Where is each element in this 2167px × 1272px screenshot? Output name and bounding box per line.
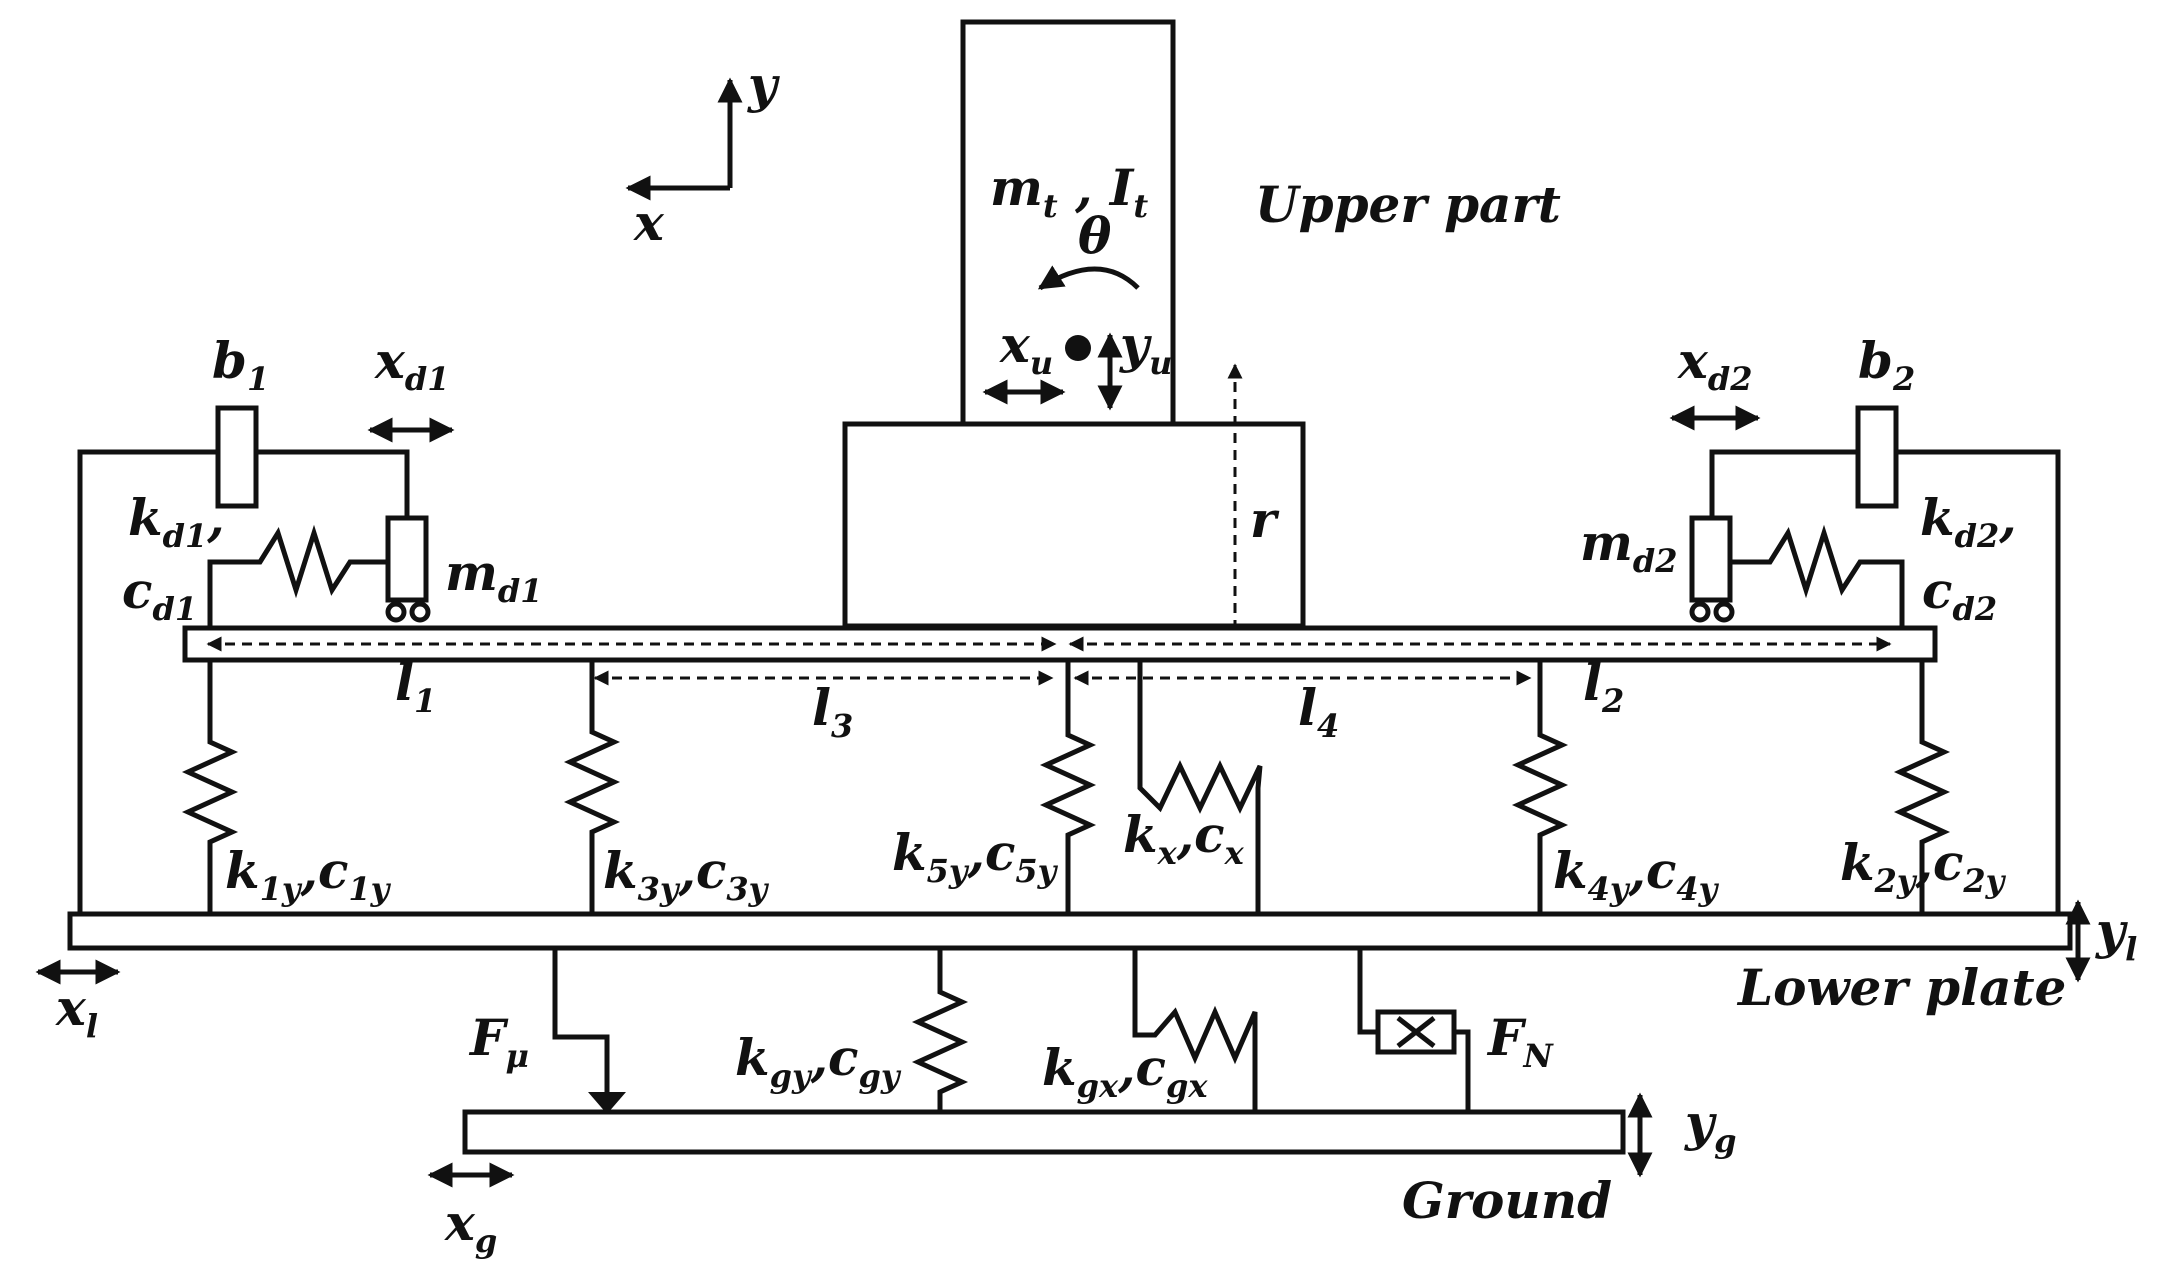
kx-label: kx,cx — [1123, 805, 1245, 872]
fn-label: FN — [1486, 1008, 1555, 1075]
xd1-label: xd1 — [374, 331, 449, 398]
xd2-label: xd2 — [1677, 331, 1752, 398]
plate-springs: k1y,c1y k3y,c3y k5y,c5y kx,cx k4y,c4y k2… — [181, 660, 2007, 918]
upper-part-title: Upper part — [1255, 175, 1561, 234]
kd2-label: kd2, — [1920, 488, 2017, 555]
kgx-label: kgx,cgx — [1042, 1038, 1208, 1105]
b1-label: b1 — [212, 331, 269, 398]
theta-label: θ — [1078, 206, 1112, 265]
k4y-label: k4y,c4y — [1553, 841, 1720, 908]
yu-label: yu — [1119, 315, 1172, 382]
coordinate-axes: y x — [625, 55, 780, 252]
friction-force-arrowhead — [588, 1092, 626, 1114]
x-axis-label: x — [633, 193, 665, 252]
damper-b1 — [215, 405, 259, 509]
mass-md1 — [385, 515, 429, 603]
friction-damper-element — [1375, 1009, 1457, 1055]
lower-plate-group: xl yl Lower plate — [35, 899, 2137, 1045]
xg-label: xg — [444, 1193, 497, 1260]
y-axis-label: y — [747, 55, 780, 114]
r-label: r — [1250, 490, 1280, 549]
ground-title: Ground — [1402, 1171, 1612, 1230]
upper-base — [842, 421, 1306, 629]
fmu-label: Fμ — [468, 1008, 529, 1075]
mass-md2 — [1689, 515, 1733, 603]
ground-plate — [462, 1109, 1626, 1155]
k3y-label: k3y,c3y — [603, 841, 770, 908]
yg-label: yg — [1684, 1093, 1736, 1160]
upper-column — [960, 19, 1176, 427]
damper-b2 — [1855, 405, 1899, 509]
ground-group: xg yg Ground — [427, 1092, 1736, 1260]
right-damper-assembly: b2 xd2 md2 kd2, cd2 — [1580, 331, 2061, 915]
b2-label: b2 — [1858, 331, 1915, 398]
md2-label: md2 — [1580, 513, 1678, 580]
l1-label: l1 — [395, 653, 436, 720]
upper-part: mt , It θ xu yu r Upper part — [842, 19, 1561, 644]
kd1-label: kd1, — [128, 488, 225, 555]
kgy-label: kgy,cgy — [735, 1028, 902, 1095]
xu-label: xu — [999, 315, 1053, 382]
l3-label: l3 — [812, 678, 853, 745]
length-dimensions: l1 l2 l3 l4 — [206, 636, 1892, 745]
k1y-label: k1y,c1y — [225, 841, 392, 908]
lower-plate-title: Lower plate — [1736, 958, 2066, 1017]
cd2-label: cd2 — [1922, 561, 1997, 628]
left-damper-assembly: b1 xd1 kd1, cd1 md1 — [77, 331, 543, 915]
cd1-label: cd1 — [122, 561, 197, 628]
ground-connections: Fμ FN kgy,cgy kgx,cgx — [468, 948, 1555, 1114]
upper-mass-label: mt , It — [990, 158, 1148, 225]
xl-label: xl — [55, 978, 98, 1045]
center-of-mass-dot — [1065, 335, 1091, 361]
rotation-arrow — [1037, 265, 1140, 291]
k2y-label: k2y,c2y — [1840, 833, 2007, 900]
k5y-label: k5y,c5y — [892, 823, 1059, 890]
l4-label: l4 — [1298, 678, 1339, 745]
yl-label: yl — [2095, 901, 2137, 968]
md1-label: md1 — [445, 543, 543, 610]
lower-plate — [67, 911, 2073, 951]
l2-label: l2 — [1583, 653, 1624, 720]
